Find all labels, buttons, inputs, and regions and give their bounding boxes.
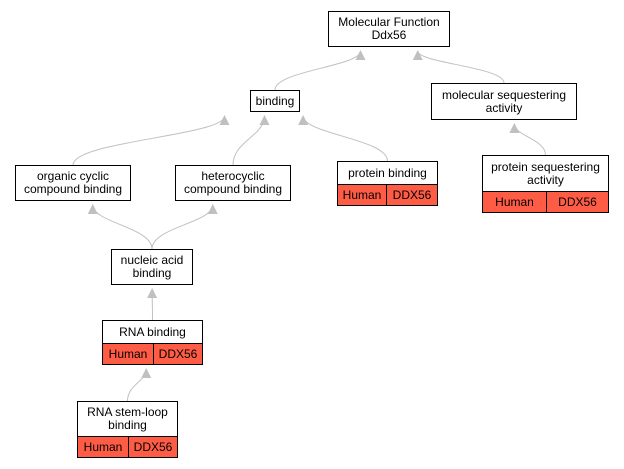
node-molecular-function[interactable]: Molecular Function Ddx56 [328,11,450,47]
annotation-row: Human DDX56 [103,343,202,364]
edge-nucleic_acid-to-organic_cyclic [87,204,153,250]
node-label: binding [255,93,295,108]
edge-rna_stem_loop-to-rna_binding [127,368,152,402]
node-molecular-sequestering-activity[interactable]: molecular sequestering activity [431,83,577,120]
edge-layer [72,50,546,402]
edge-heterocyclic-to-binding [232,115,270,166]
gene-cell: DDX56 [154,344,202,364]
species-cell: Human [338,185,387,205]
node-label: protein binding [348,165,427,180]
annotation-row: Human DDX56 [78,436,177,457]
node-label: Molecular Function Ddx56 [338,15,440,42]
annotation-row: Human DDX56 [338,184,437,205]
annotation-row: Human DDX56 [483,191,608,212]
edge-protein_binding-to-binding [298,115,388,162]
gene-cell: DDX56 [547,192,608,212]
edge-protein_sequestering-to-molecular_sequestering [509,123,546,156]
edge-organic_cyclic-to-binding [72,115,230,166]
node-protein-binding[interactable]: protein binding Human DDX56 [337,161,438,206]
node-nucleic-acid-binding[interactable]: nucleic acid binding [111,249,193,285]
species-cell: Human [78,437,129,457]
gene-cell: DDX56 [387,185,437,205]
edge-nucleic_acid-to-heterocyclic [151,204,218,250]
edge-binding-to-molecular_function [274,50,366,91]
node-rna-stem-loop-binding[interactable]: RNA stem-loop binding Human DDX56 [77,401,178,458]
node-label: protein sequestering activity [491,159,600,187]
node-label: RNA stem-loop binding [87,405,168,432]
node-heterocyclic-compound-binding[interactable]: heterocyclic compound binding [175,165,291,201]
node-label: RNA binding [119,324,186,339]
node-label: organic cyclic compound binding [23,169,123,196]
node-label: heterocyclic compound binding [183,169,283,196]
species-cell: Human [103,344,154,364]
node-protein-sequestering-activity[interactable]: protein sequestering activity Human DDX5… [482,155,609,213]
node-label: nucleic acid binding [120,253,184,280]
gene-cell: DDX56 [129,437,177,457]
species-cell: Human [483,192,547,212]
node-binding[interactable]: binding [250,90,300,112]
node-label: molecular sequestering activity [441,87,567,115]
node-rna-binding[interactable]: RNA binding Human DDX56 [102,320,203,365]
edge-molecular_sequestering-to-molecular_function [412,50,505,84]
node-organic-cyclic-compound-binding[interactable]: organic cyclic compound binding [15,165,131,201]
